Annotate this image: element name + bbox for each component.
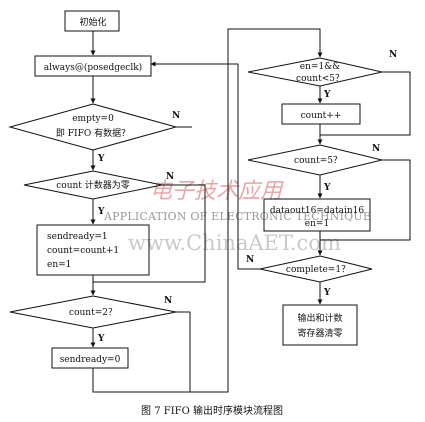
- count5-yes-label: Y: [323, 183, 331, 193]
- en-yes-label: Y: [323, 90, 331, 100]
- dataout-box: [263, 198, 371, 232]
- en-label-2: count<5？: [296, 74, 344, 84]
- watermark-subtitle: APPLICATION OF ELECTRONIC TECHNIQUE: [103, 210, 371, 223]
- empty-label-1: empty=0: [72, 114, 114, 124]
- empty-decision: [8, 103, 178, 151]
- empty-yes-label: Y: [97, 154, 105, 164]
- line-countzero-no: [93, 184, 206, 283]
- watermark-title: 电子技术应用: [150, 179, 284, 204]
- sendready-label-3: en=1: [47, 260, 71, 270]
- watermark: 电子技术应用 APPLICATION OF ELECTRONIC TECHNIQ…: [103, 179, 371, 255]
- figure-caption: 图 7 FIFO 输出时序模块流程图: [141, 404, 283, 417]
- sendready0-label: sendready=0: [60, 355, 121, 365]
- count2-yes-label: Y: [97, 334, 105, 344]
- arrow-to-en-decision: [228, 28, 323, 58]
- count5-no-label: N: [372, 144, 380, 154]
- count-zero-label: count 计数器为零: [56, 179, 130, 191]
- line-count2-no: [176, 311, 191, 392]
- line-en-no: [320, 71, 411, 136]
- countzero-no-label: N: [166, 172, 174, 182]
- line-count5-no: [320, 159, 411, 241]
- final-label-1: 输出和计数: [297, 312, 342, 324]
- sendready-label-2: count=count+1: [47, 246, 119, 256]
- count2-label: count=2？: [69, 308, 117, 318]
- complete-label: complete=1？: [286, 265, 350, 275]
- complete-no-label: N: [246, 255, 254, 265]
- count5-label: count=5？: [294, 156, 342, 166]
- final-label-2: 寄存器清零: [297, 327, 342, 339]
- dataout-label-1: dataout16=datain16: [270, 206, 364, 216]
- dataout-label-2: en=1: [305, 219, 329, 229]
- final-box: [282, 304, 358, 346]
- always-label: always@(posedgeclk): [44, 62, 142, 73]
- sendready0-box: [51, 347, 129, 369]
- arrow-complete-no-loop: [150, 61, 260, 270]
- en-label-1: en=1&&: [300, 62, 340, 72]
- sendready-label-1: sendready=1: [47, 232, 108, 242]
- countpp-box: [281, 103, 361, 125]
- count2-no-label: N: [164, 296, 172, 306]
- init-box: [64, 10, 120, 32]
- watermark-url: www.ChinaAET.com: [128, 231, 341, 255]
- complete-yes-label: Y: [323, 288, 331, 298]
- init-label: 初始化: [79, 16, 106, 28]
- countzero-yes-label: Y: [97, 207, 105, 217]
- countpp-label: count++: [301, 111, 342, 121]
- en-no-label: N: [389, 50, 397, 60]
- empty-no-label: N: [172, 111, 180, 121]
- empty-label-2: 即 FIFO 有数据？: [56, 127, 130, 139]
